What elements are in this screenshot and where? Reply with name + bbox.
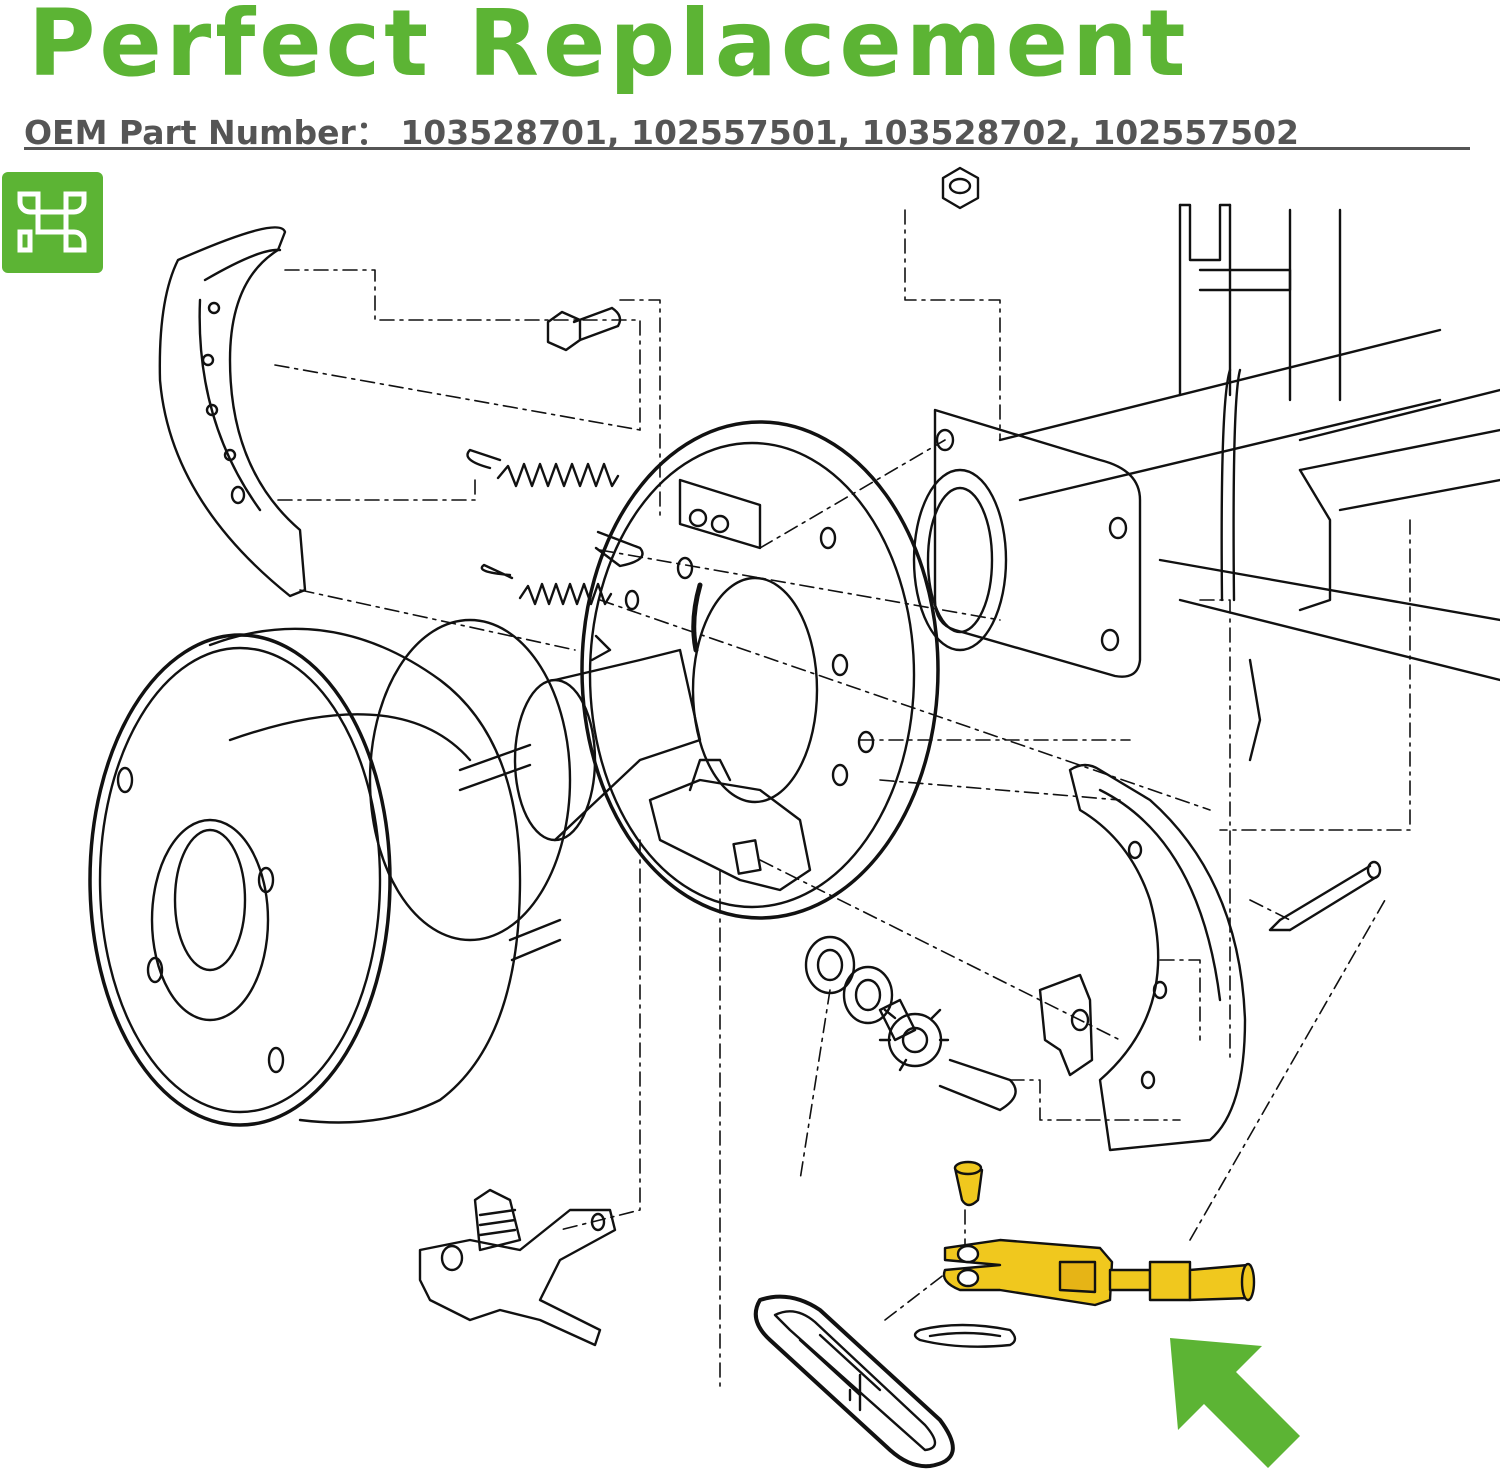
park-brake-assembly bbox=[418, 1188, 617, 1347]
star-wheel bbox=[878, 1008, 950, 1072]
return-spring-upper bbox=[466, 448, 644, 568]
brake-drum bbox=[88, 627, 522, 1127]
adjuster-screw bbox=[938, 1058, 1017, 1112]
adjuster-bracket bbox=[1038, 973, 1094, 1077]
grid-logo-icon bbox=[17, 191, 87, 253]
oem-label: OEM Part Number： bbox=[24, 113, 389, 152]
rubber-boot bbox=[753, 1294, 955, 1469]
hub bbox=[368, 618, 702, 962]
oem-part-number-line: OEM Part Number： 103528701, 102557501, 1… bbox=[24, 106, 1299, 154]
axle-tube bbox=[998, 203, 1500, 762]
oem-numbers: 103528701, 102557501, 103528702, 1025575… bbox=[400, 113, 1299, 152]
bolt bbox=[546, 306, 622, 352]
hairpin-clip bbox=[913, 1323, 1017, 1348]
arrow-icon bbox=[1170, 1338, 1300, 1468]
brand-badge bbox=[2, 172, 103, 273]
leader-lines bbox=[274, 209, 1411, 1391]
adjuster-pin bbox=[878, 998, 917, 1042]
oem-underline bbox=[24, 147, 1470, 150]
page-title: Perfect Replacement bbox=[28, 0, 1190, 97]
highlighted-clevis-cable bbox=[942, 1160, 1256, 1307]
brake-shoe-lower bbox=[1068, 763, 1247, 1152]
return-spring-lower bbox=[480, 563, 613, 662]
actuator-lever bbox=[648, 758, 812, 892]
backing-plate bbox=[580, 420, 940, 920]
nut bbox=[941, 166, 980, 210]
axle-flange bbox=[912, 408, 1142, 678]
cotter-pin bbox=[1268, 860, 1382, 932]
brake-shoe-upper bbox=[158, 226, 307, 598]
